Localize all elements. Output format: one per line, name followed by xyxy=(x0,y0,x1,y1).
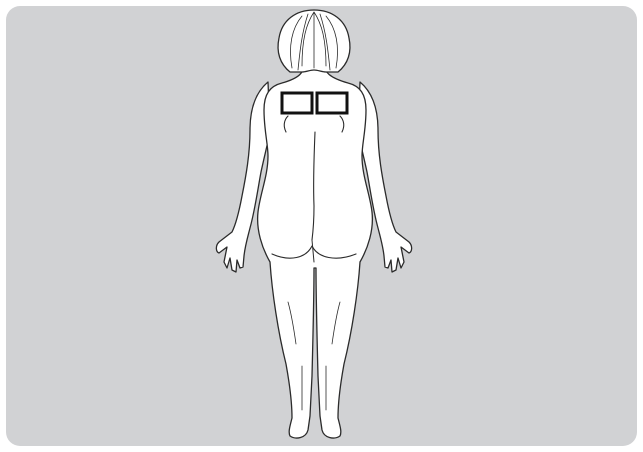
right-arm xyxy=(357,81,413,273)
left-leg-detail xyxy=(287,301,303,411)
electrode-pads xyxy=(280,91,349,115)
gluteal-cleft xyxy=(311,239,315,263)
spine-line xyxy=(311,131,316,241)
electrode-pad-icon xyxy=(280,91,314,115)
body-diagram xyxy=(6,6,637,446)
left-shoulder-blade xyxy=(283,115,289,133)
right-leg-detail xyxy=(325,301,341,411)
left-arm xyxy=(215,81,271,273)
diagram-panel xyxy=(6,6,637,446)
human-figure-back-icon xyxy=(215,9,413,439)
buttocks-line xyxy=(271,245,357,259)
hair-strands xyxy=(290,11,338,71)
electrode-pad-icon xyxy=(315,91,349,115)
right-shoulder-blade xyxy=(339,115,345,133)
